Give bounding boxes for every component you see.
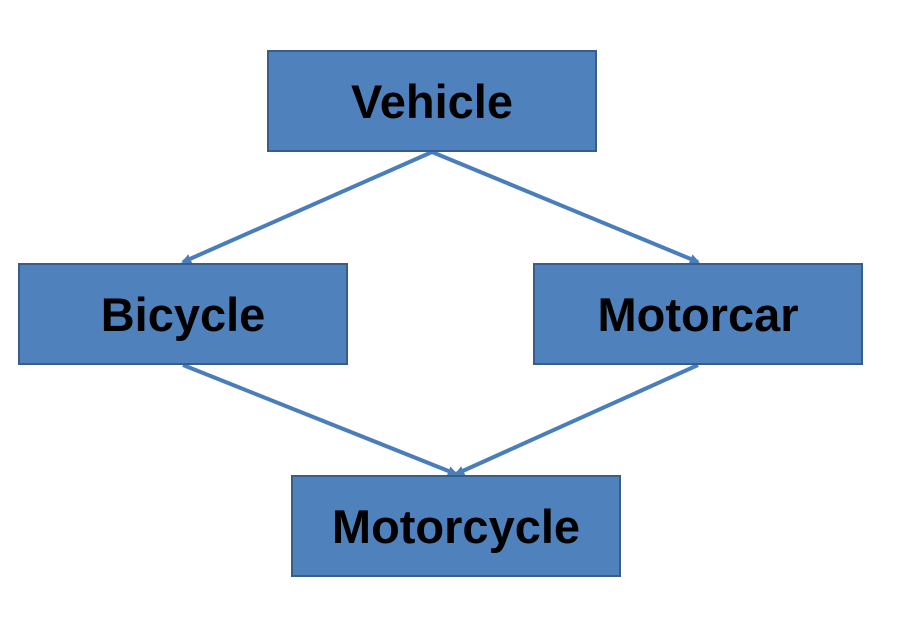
node-bicycle: Bicycle [18, 263, 348, 365]
node-motorcar: Motorcar [533, 263, 863, 365]
node-vehicle-label: Vehicle [351, 74, 513, 128]
edge-vehicle-to-motorcar [431, 150, 700, 264]
node-motorcycle-label: Motorcycle [331, 499, 581, 553]
edge-motorcar-to-motorcycle [454, 363, 699, 476]
node-bicycle-label: Bicycle [100, 287, 266, 341]
edge-vehicle-to-bicycle [181, 150, 433, 264]
node-motorcar-label: Motorcar [597, 287, 799, 341]
node-motorcycle: Motorcycle [291, 475, 621, 577]
node-vehicle: Vehicle [267, 50, 597, 152]
edge-bicycle-to-motorcycle [182, 363, 458, 476]
